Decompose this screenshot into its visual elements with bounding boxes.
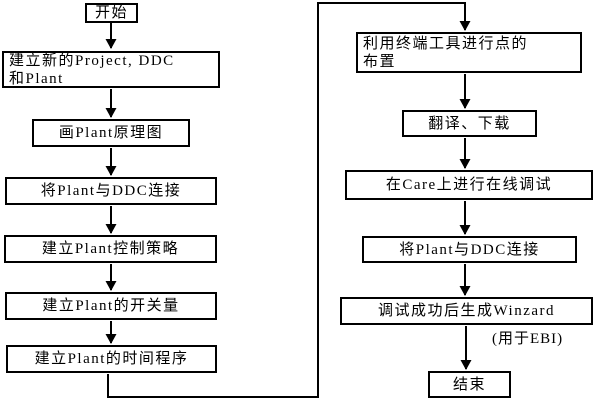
node-connect-plant-ddc-2: 将Plant与DDC连接 — [362, 236, 577, 263]
node-create-time-program: 建立Plant的时间程序 — [6, 345, 217, 373]
node-create-switch-points: 建立Plant的开关量 — [5, 292, 217, 320]
node-generate-winzard: 调试成功后生成Winzard — [340, 297, 593, 325]
node-online-debug-care: 在Care上进行在线调试 — [345, 170, 593, 200]
node-connect-plant-ddc: 将Plant与DDC连接 — [5, 177, 217, 205]
node-create-control-strategy: 建立Plant控制策略 — [4, 235, 217, 263]
node-create-project-ddc-plant: 建立新的Project, DDC 和Plant — [2, 51, 220, 88]
node-translate-download: 翻译、下载 — [402, 110, 537, 137]
node-end: 结束 — [428, 371, 511, 398]
node-draw-plant-schematic: 画Plant原理图 — [32, 119, 190, 147]
node-start: 开始 — [85, 3, 138, 23]
note-for-ebi: (用于EBI) — [492, 331, 564, 347]
node-terminal-tool-point-layout: 利用终端工具进行点的 布置 — [356, 32, 582, 73]
